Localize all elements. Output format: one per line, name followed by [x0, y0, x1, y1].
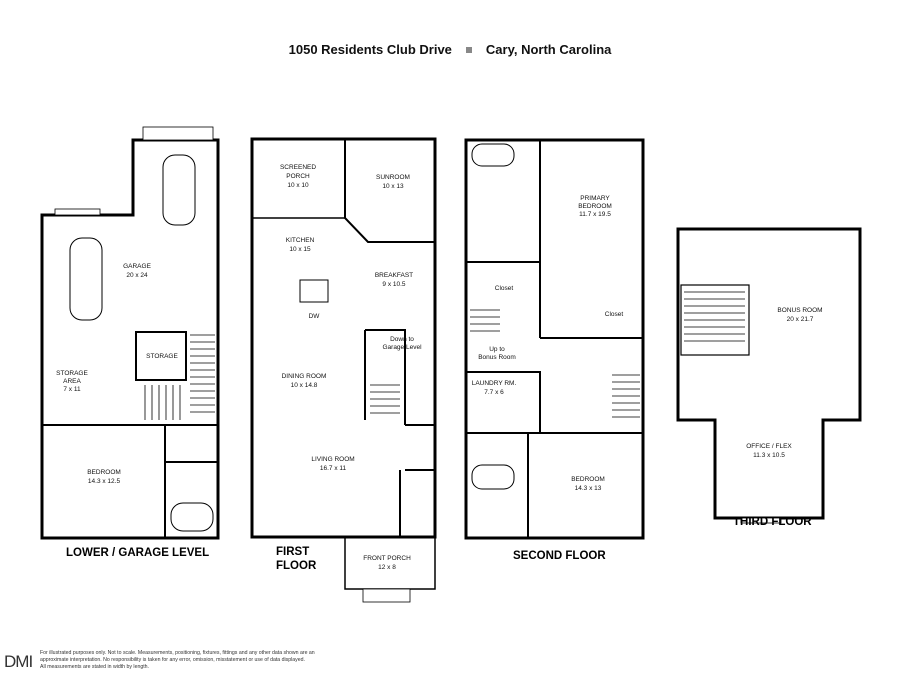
garage-label: GARAGE [123, 263, 151, 270]
down-to-label: Down to [390, 336, 414, 343]
second-stair-treads-a [470, 309, 500, 332]
screened-porch-label: SCREENED [280, 164, 316, 171]
cars [69, 154, 196, 321]
third-stair-treads [684, 291, 745, 342]
garage-window [142, 126, 214, 141]
disclaimer-line: approximate interpretation. No responsib… [40, 657, 305, 663]
stairs [144, 291, 745, 420]
second-bedroom-label: BEDROOM [571, 476, 605, 483]
breakfast-label: BREAKFAST [375, 272, 413, 279]
dining-size: 10 x 14.8 [291, 382, 318, 389]
closet-label: Closet [605, 311, 624, 318]
tub-icon [471, 143, 515, 167]
sunroom-label: SUNROOM [376, 174, 410, 181]
living-size: 16.7 x 11 [320, 465, 347, 472]
lower-bedroom-size: 14.3 x 12.5 [88, 478, 121, 485]
lower-bath-wall [164, 425, 218, 538]
first-stair-treads [370, 384, 400, 414]
living-label: LIVING ROOM [311, 456, 354, 463]
lower-bedroom-label: BEDROOM [87, 469, 121, 476]
lower-level-outline [40, 138, 220, 540]
second-interior-walls [466, 140, 643, 434]
third-window [740, 517, 782, 524]
fixtures [170, 143, 515, 532]
second-bedroom-size: 14.3 x 13 [575, 485, 602, 492]
second-stair-treads-b [612, 374, 640, 418]
storage-area-label-2: AREA [63, 378, 81, 385]
disclaimer-line: For illustrated purposes only. Not to sc… [40, 650, 315, 656]
room-labels: GARAGE 20 x 24 STORAGE STORAGE AREA 7 x … [56, 164, 822, 571]
lower-stair-treads-2 [144, 385, 181, 420]
primary-size: 11.7 x 19.5 [579, 211, 611, 218]
page-header: 1050 Residents Club Drive Cary, North Car… [0, 42, 900, 57]
breakfast-size: 9 x 10.5 [382, 281, 406, 288]
third-floor-title: THIRD FLOOR [733, 516, 812, 528]
up-to-label: Up to [489, 346, 505, 353]
laundry-label: LAUNDRY RM. [472, 380, 517, 387]
kitchen-label: KITCHEN [286, 237, 315, 244]
laundry-size: 7.7 x 6 [484, 389, 504, 396]
separator-square [465, 47, 472, 53]
dmi-logo: DMI [4, 652, 33, 671]
disclaimer-line: All measurements are stated in width by … [40, 664, 149, 670]
second-floor-outline [464, 138, 645, 540]
front-porch-outline [344, 536, 436, 590]
screened-porch-size: 10 x 10 [287, 182, 309, 189]
tub-icon [471, 464, 515, 490]
lower-window [54, 208, 101, 216]
walls [40, 137, 862, 590]
down-to-label-2: Garage Level [382, 344, 422, 351]
lower-level-title: LOWER / GARAGE LEVEL [66, 547, 210, 559]
third-floor-outline [676, 227, 862, 520]
kitchen-island [299, 279, 329, 303]
stair-wall [364, 329, 406, 425]
screened-porch-label-2: PORCH [286, 173, 310, 180]
primary-label: PRIMARY [580, 195, 610, 202]
garage-size: 20 x 24 [126, 272, 148, 279]
tub-icon [170, 502, 214, 532]
second-floor-title: SECOND FLOOR [513, 550, 606, 562]
windows [54, 126, 782, 603]
office-size: 11.3 x 10.5 [753, 452, 785, 459]
first-floor-title: FIRST [276, 546, 310, 558]
car-icon [69, 237, 103, 321]
disclaimer: For illustrated purposes only. Not to sc… [40, 650, 370, 671]
up-to-label-2: Bonus Room [478, 354, 516, 361]
primary-label-2: BEDROOM [578, 203, 612, 210]
bonus-label: BONUS ROOM [777, 307, 822, 314]
first-floor-title-2: FLOOR [276, 560, 317, 572]
sunroom-size: 10 x 13 [382, 183, 404, 190]
storage-label: STORAGE [146, 353, 178, 360]
lower-stair-treads [190, 334, 215, 413]
address-text: 1050 Residents Club Drive [288, 42, 452, 57]
sunroom-wall [344, 139, 435, 243]
closet-label: Closet [495, 285, 514, 292]
third-stair-well [680, 284, 750, 356]
first-closet-wall [399, 424, 435, 537]
porch-steps [362, 588, 411, 603]
city-text: Cary, North Carolina [485, 42, 612, 57]
front-porch-label: FRONT PORCH [363, 555, 411, 562]
dw-label: DW [309, 313, 321, 320]
storage-area-size: 7 x 11 [63, 386, 81, 393]
bonus-size: 20 x 21.7 [787, 316, 814, 323]
car-icon [162, 154, 196, 226]
kitchen-size: 10 x 15 [289, 246, 311, 253]
dining-label: DINING ROOM [282, 373, 327, 380]
storage-room-wall [135, 331, 187, 381]
front-porch-size: 12 x 8 [378, 564, 396, 571]
storage-area-label: STORAGE [56, 370, 88, 377]
office-label: OFFICE / FLEX [746, 443, 792, 450]
